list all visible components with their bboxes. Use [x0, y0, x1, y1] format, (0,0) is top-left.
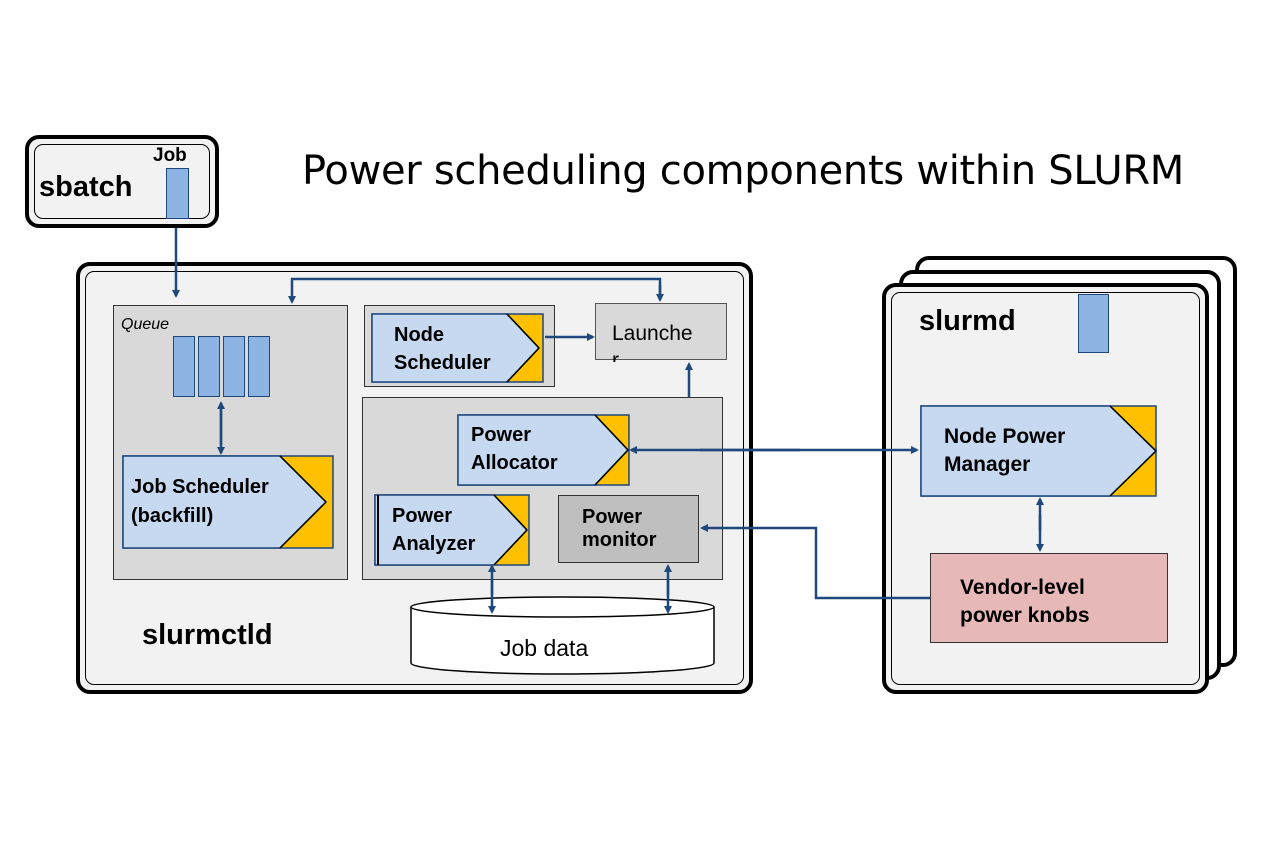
node-scheduler: [371, 313, 544, 383]
launcher-line2: r: [612, 349, 619, 362]
power-monitor-line2: monitor: [582, 529, 657, 551]
queue-slot: [248, 336, 270, 397]
power-monitor: [558, 495, 699, 563]
job-data-cylinder: [410, 596, 715, 675]
page-title: Power scheduling components within SLURM: [302, 148, 1185, 194]
node-scheduler-line1: Node: [394, 324, 444, 346]
power-analyzer: [374, 494, 530, 566]
power-monitor-line1: Power: [582, 506, 643, 528]
sbatch-box: sbatch Job: [25, 135, 219, 228]
slurmd-label: slurmd: [919, 305, 1016, 337]
slurmctld-label: slurmctld: [142, 619, 273, 651]
job-scheduler-line1: Job Scheduler: [131, 476, 269, 498]
job-icon-slurmd: [1078, 294, 1109, 353]
arrow-knobs-to-monitor: [700, 524, 930, 600]
queue-label: Queue: [121, 316, 170, 333]
power-allocator: [457, 414, 630, 486]
sbatch-label: sbatch: [39, 171, 133, 203]
job-label: Job: [153, 145, 187, 166]
vendor-knobs-line1: Vendor-level: [960, 576, 1085, 599]
queue-slot: [173, 336, 195, 397]
node-power-manager-line1: Node Power: [944, 425, 1066, 448]
launcher-line1: Launche: [612, 322, 693, 345]
queue-slot: [198, 336, 220, 397]
arrow-launcher-to-queue: [288, 277, 662, 304]
power-allocator-line2: Allocator: [471, 452, 558, 474]
launcher-box: [595, 303, 727, 360]
power-analyzer-line2: Analyzer: [392, 533, 476, 555]
vendor-knobs-line2: power knobs: [960, 604, 1090, 627]
job-scheduler-line2: (backfill): [131, 505, 214, 527]
node-power-manager-line2: Manager: [944, 453, 1031, 476]
power-analyzer-line1: Power: [392, 505, 453, 527]
job-scheduler: [122, 455, 334, 549]
node-power-manager: [920, 405, 1157, 497]
job-icon: [166, 168, 189, 219]
power-allocator-line1: Power: [471, 424, 532, 446]
vendor-power-knobs: [930, 553, 1168, 643]
queue-slot: [223, 336, 245, 397]
node-scheduler-line2: Scheduler: [394, 352, 491, 374]
job-data-label: Job data: [500, 635, 589, 661]
